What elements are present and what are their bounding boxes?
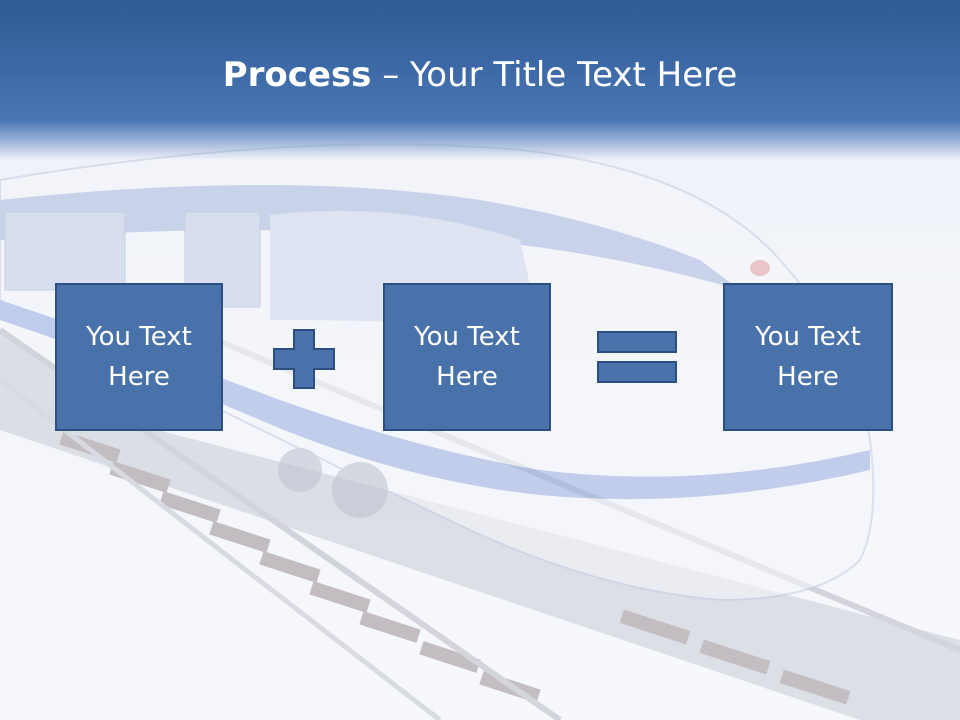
title-rest: – Your Title Text Here	[371, 55, 738, 95]
title-bar	[0, 0, 960, 160]
process-box-2-text: You Text Here	[414, 322, 520, 392]
process-box-1[interactable]: You Text Here	[55, 283, 223, 431]
process-box-2[interactable]: You Text Here	[383, 283, 551, 431]
process-box-3-text: You Text Here	[755, 322, 861, 392]
title-bold: Process	[222, 55, 372, 95]
slide-title: Process – Your Title Text Here	[0, 54, 960, 96]
process-box-1-text: You Text Here	[86, 322, 192, 392]
equals-icon	[597, 331, 677, 383]
process-box-3[interactable]: You Text Here	[723, 283, 893, 431]
plus-icon	[273, 329, 335, 389]
